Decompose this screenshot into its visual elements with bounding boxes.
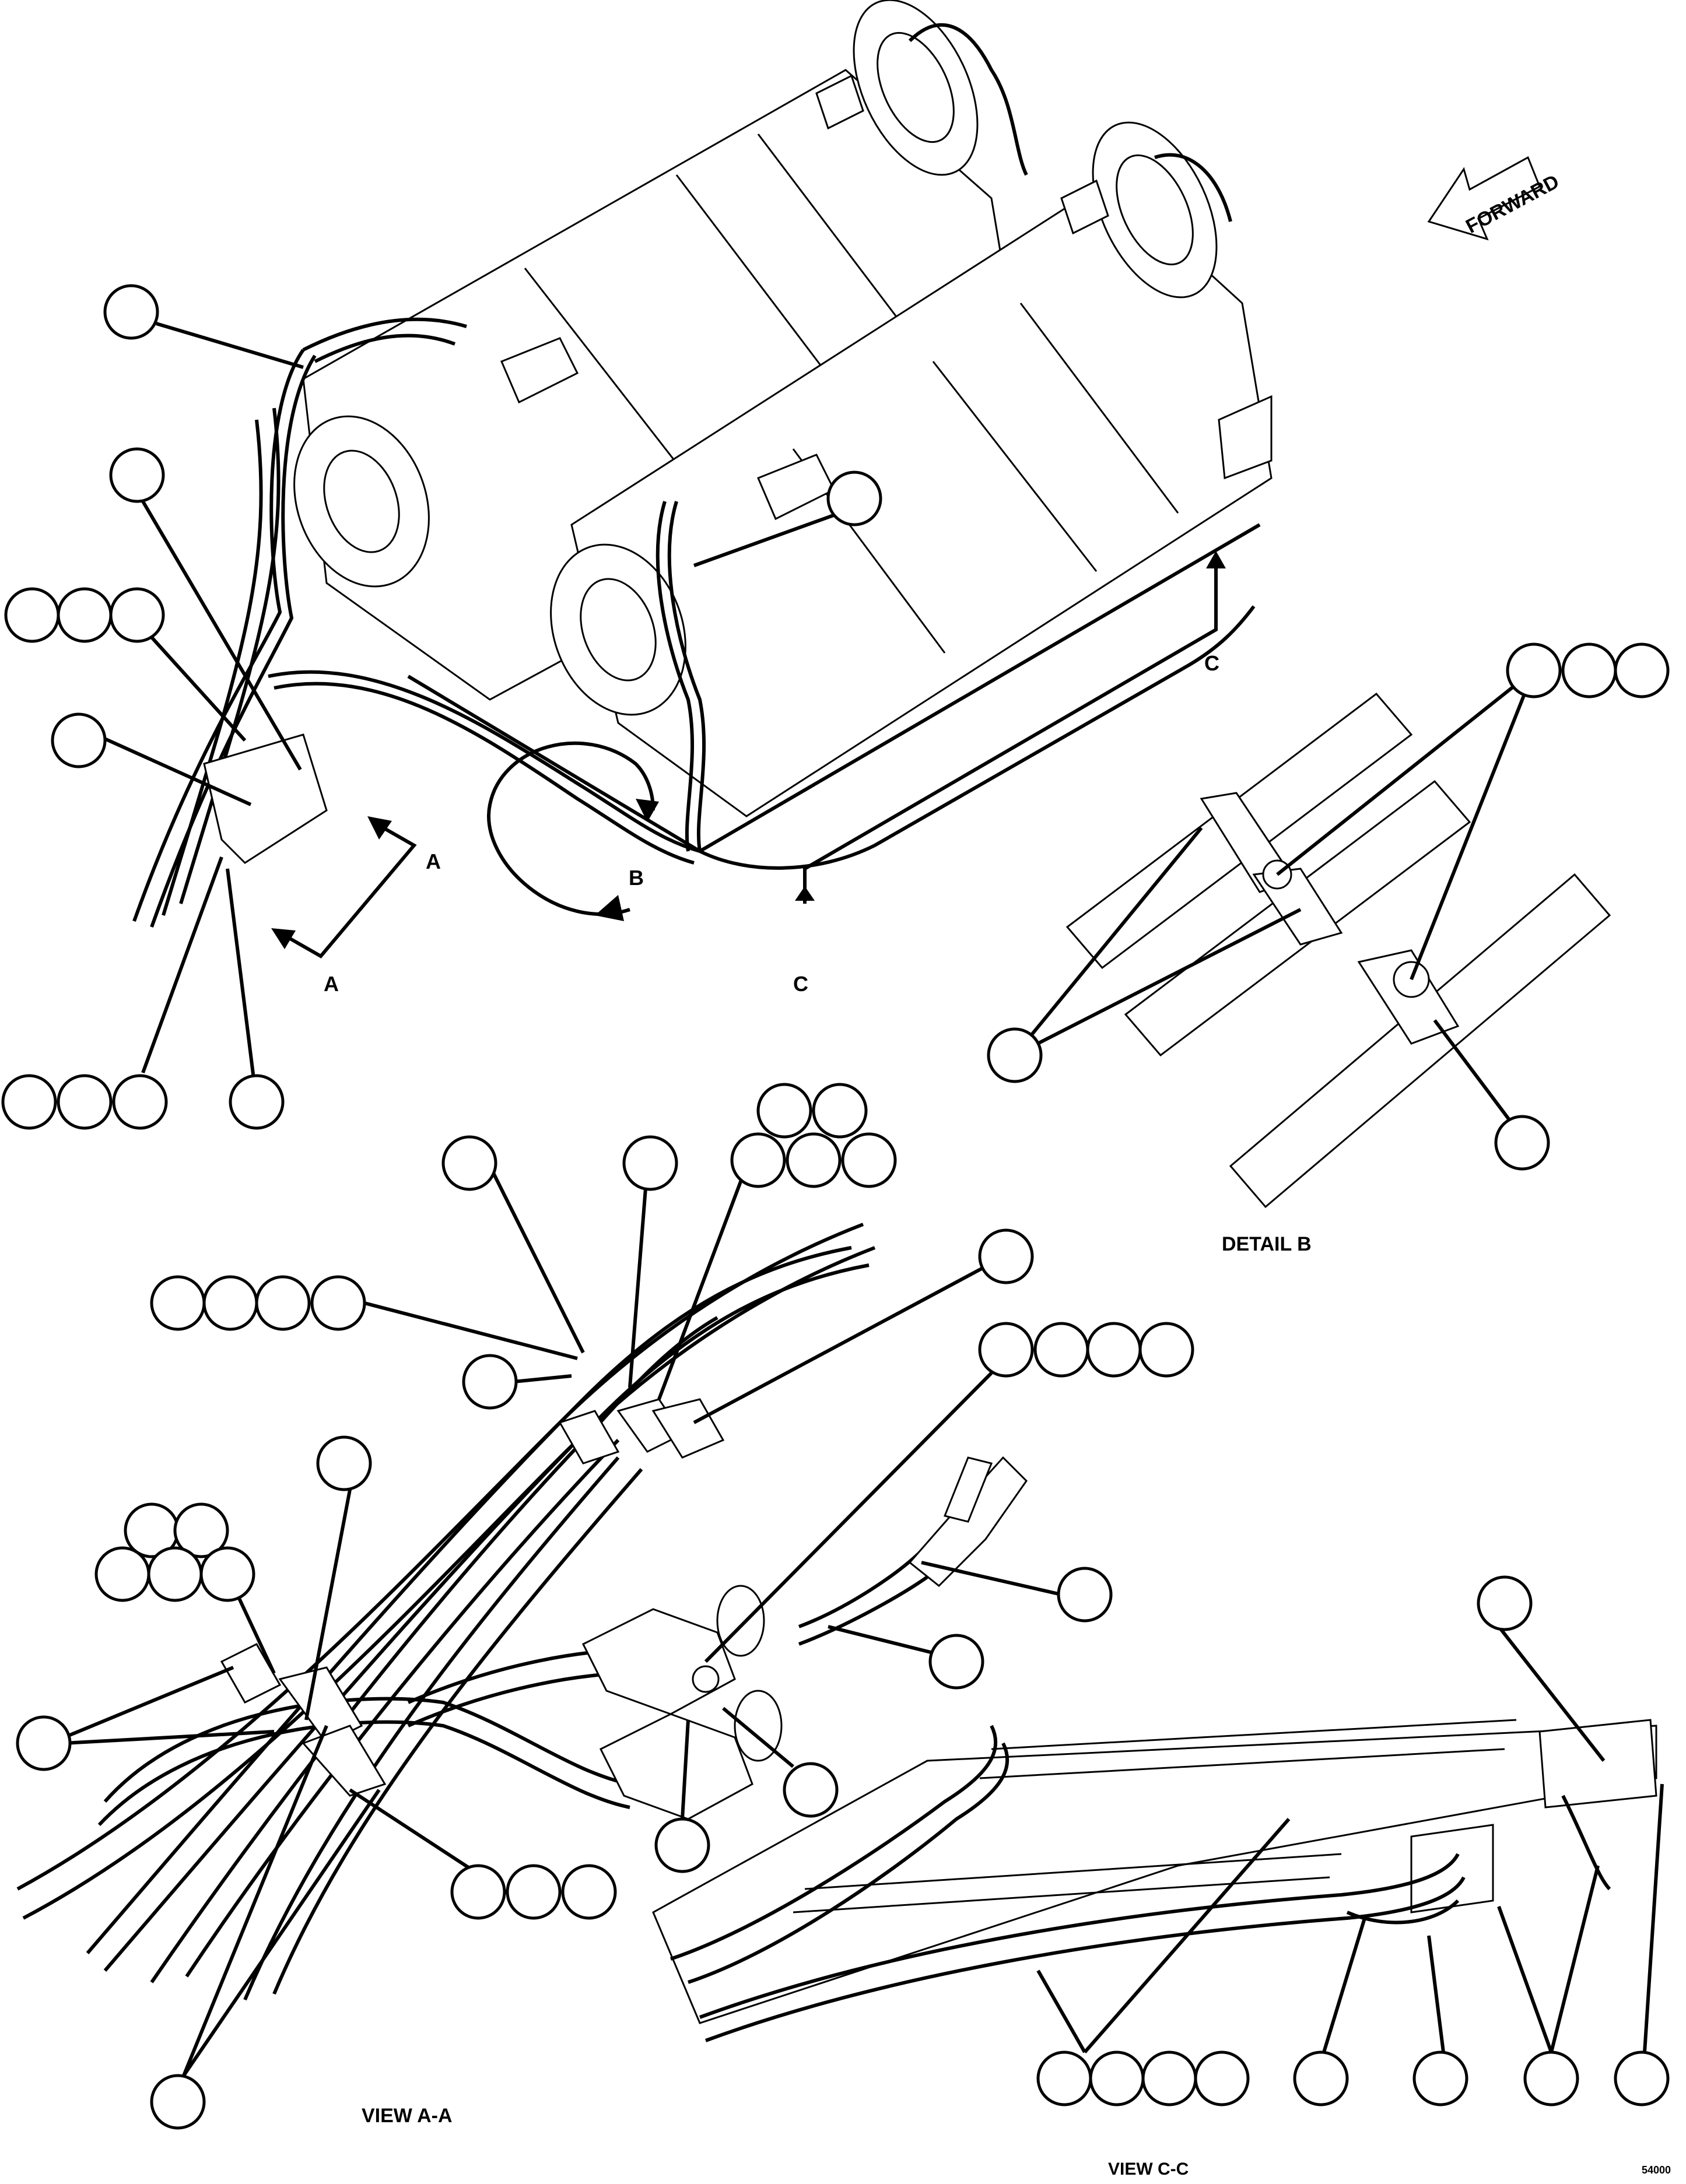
- drawing-number: 54000: [1642, 2164, 1671, 2176]
- item-balloon: [57, 587, 113, 643]
- detail-b: DETAIL B: [1013, 669, 1611, 1255]
- item-balloon: [202, 1275, 258, 1331]
- item-balloon: [109, 447, 165, 503]
- item-balloon: [199, 1546, 255, 1602]
- item-balloon: [16, 1715, 72, 1771]
- item-balloon: [147, 1546, 203, 1602]
- item-balloon: [1, 1074, 57, 1130]
- item-balloon: [1614, 642, 1670, 698]
- junction-box: [203, 733, 328, 864]
- item-balloon: [94, 1546, 150, 1602]
- item-balloon: [1506, 642, 1562, 698]
- item-balloon: [1194, 2050, 1250, 2106]
- item-balloon: [1036, 2050, 1092, 2106]
- view-cc-title: VIEW C-C: [1108, 2160, 1189, 2179]
- item-balloon: [109, 587, 165, 643]
- item-balloon: [1033, 1322, 1089, 1378]
- view-aa-title: VIEW A-A: [362, 2105, 453, 2127]
- item-balloon: [654, 1817, 710, 1873]
- item-balloon: [841, 1132, 897, 1188]
- section-a-letter-lower: A: [324, 972, 339, 996]
- item-balloon: [622, 1135, 678, 1191]
- item-balloon: [1523, 2050, 1579, 2106]
- rear-bracket: [1218, 395, 1273, 480]
- item-balloon: [1477, 1575, 1533, 1631]
- item-balloon: [150, 2074, 206, 2130]
- frame-rail-lower: [699, 523, 1261, 853]
- item-balloon: [730, 1132, 786, 1188]
- view-c-c: VIEW C-C: [652, 1719, 1657, 2179]
- item-balloon: [229, 1074, 285, 1130]
- view-a-a: VIEW A-A: [16, 1223, 1028, 2127]
- item-balloon: [255, 1275, 311, 1331]
- section-b-letter: B: [629, 866, 644, 890]
- item-balloon: [310, 1275, 366, 1331]
- item-balloon: [103, 284, 159, 340]
- item-balloon: [57, 1074, 113, 1130]
- item-balloon: [1412, 2050, 1468, 2106]
- item-balloon: [1293, 2050, 1349, 2106]
- front-canister: [550, 121, 1273, 817]
- frame-rail-upper: [407, 675, 701, 853]
- item-balloon: [928, 1634, 984, 1690]
- section-a-letter-upper: A: [426, 849, 441, 873]
- main-assembly: B A A C C: [132, 0, 1273, 996]
- item-balloon: [1057, 1567, 1113, 1623]
- item-balloon: [1138, 1322, 1194, 1378]
- item-balloon: [1561, 642, 1617, 698]
- forward-arrow: FORWARD: [1427, 156, 1563, 241]
- section-c-letter-upper: C: [1204, 651, 1219, 675]
- item-balloon: [51, 712, 107, 768]
- rear-canister: [293, 0, 1028, 701]
- item-balloon: [450, 1864, 506, 1920]
- item-balloon: [826, 470, 882, 526]
- item-balloon: [316, 1435, 372, 1491]
- item-balloon: [150, 1275, 206, 1331]
- item-balloon: [978, 1322, 1034, 1378]
- item-balloon: [112, 1074, 168, 1130]
- item-balloon: [783, 1762, 839, 1818]
- item-balloon: [173, 1502, 229, 1558]
- item-balloon: [1494, 1115, 1550, 1171]
- item-balloon: [1614, 2050, 1670, 2106]
- item-balloon: [786, 1132, 842, 1188]
- item-balloon: [1141, 2050, 1197, 2106]
- section-c-letter-lower: C: [793, 972, 808, 996]
- item-balloon: [1086, 1322, 1142, 1378]
- item-balloon: [4, 587, 60, 643]
- item-balloons: [1, 284, 1670, 2130]
- item-balloon: [506, 1864, 562, 1920]
- item-balloon: [1089, 2050, 1145, 2106]
- item-balloon: [812, 1083, 868, 1139]
- item-balloon: [462, 1354, 518, 1410]
- detail-b-callout: B: [487, 741, 659, 921]
- item-balloon: [561, 1864, 617, 1920]
- main-harness-runs: [132, 23, 1256, 928]
- section-c-c-cut: C C: [793, 551, 1226, 996]
- item-balloon: [987, 1027, 1043, 1083]
- item-balloon: [756, 1083, 812, 1139]
- item-balloon: [978, 1228, 1034, 1284]
- detail-b-title: DETAIL B: [1222, 1233, 1312, 1255]
- section-a-a-cut: A A: [271, 816, 441, 996]
- item-balloon: [441, 1135, 497, 1191]
